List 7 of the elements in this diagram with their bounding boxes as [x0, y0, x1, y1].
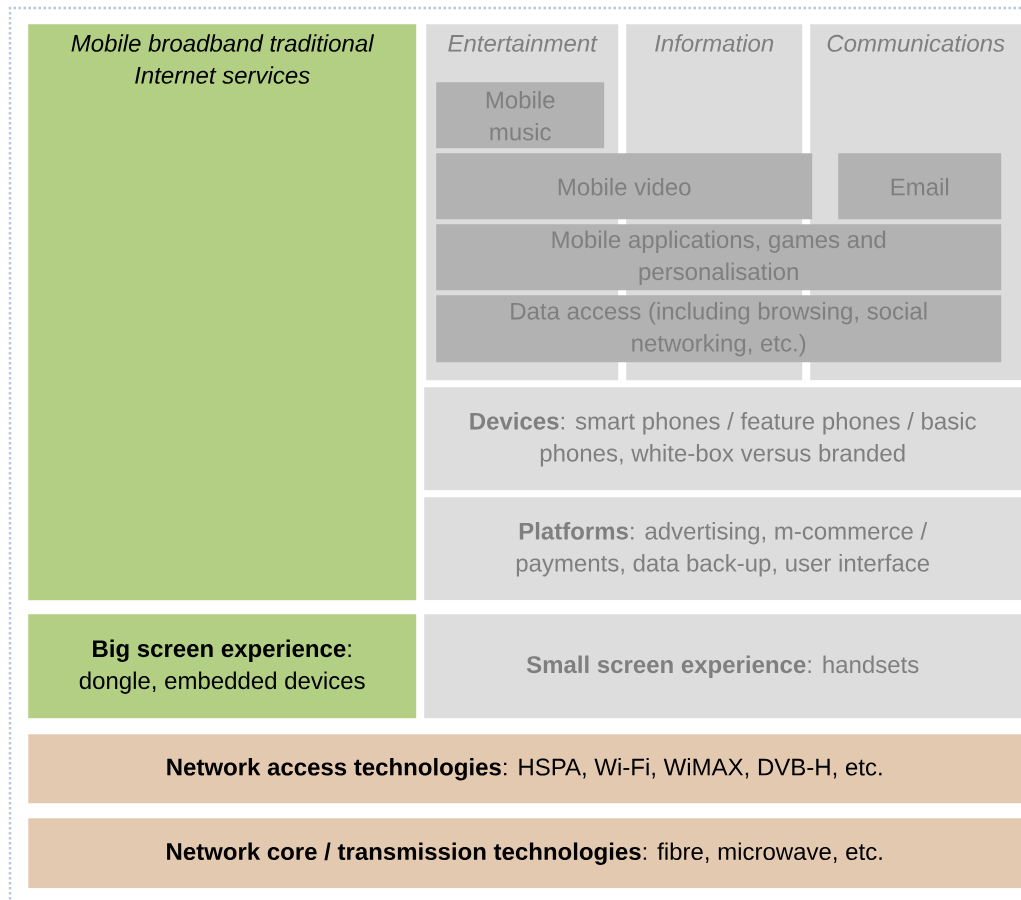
layer-box: Platforms: advertising, m-commerce / payments, data back-up, user interface	[424, 497, 1021, 601]
service-panel: Mobile broadband traditional Internet services	[28, 24, 417, 601]
layer-box: Big screen experience: dongle, embedded devices	[28, 614, 417, 719]
layer-box: Small screen experience: handsets	[424, 614, 1021, 719]
layer-box: Network core / transmission technologies: fibre, microwave, etc.	[28, 818, 1021, 889]
layer-box: Network access technologies: HSPA, Wi-Fi, WiMAX, DVB-H, etc.	[28, 734, 1021, 804]
layer-box: Devices: smart phones / feature phones / basic phones, white-box versus branded	[424, 387, 1021, 491]
